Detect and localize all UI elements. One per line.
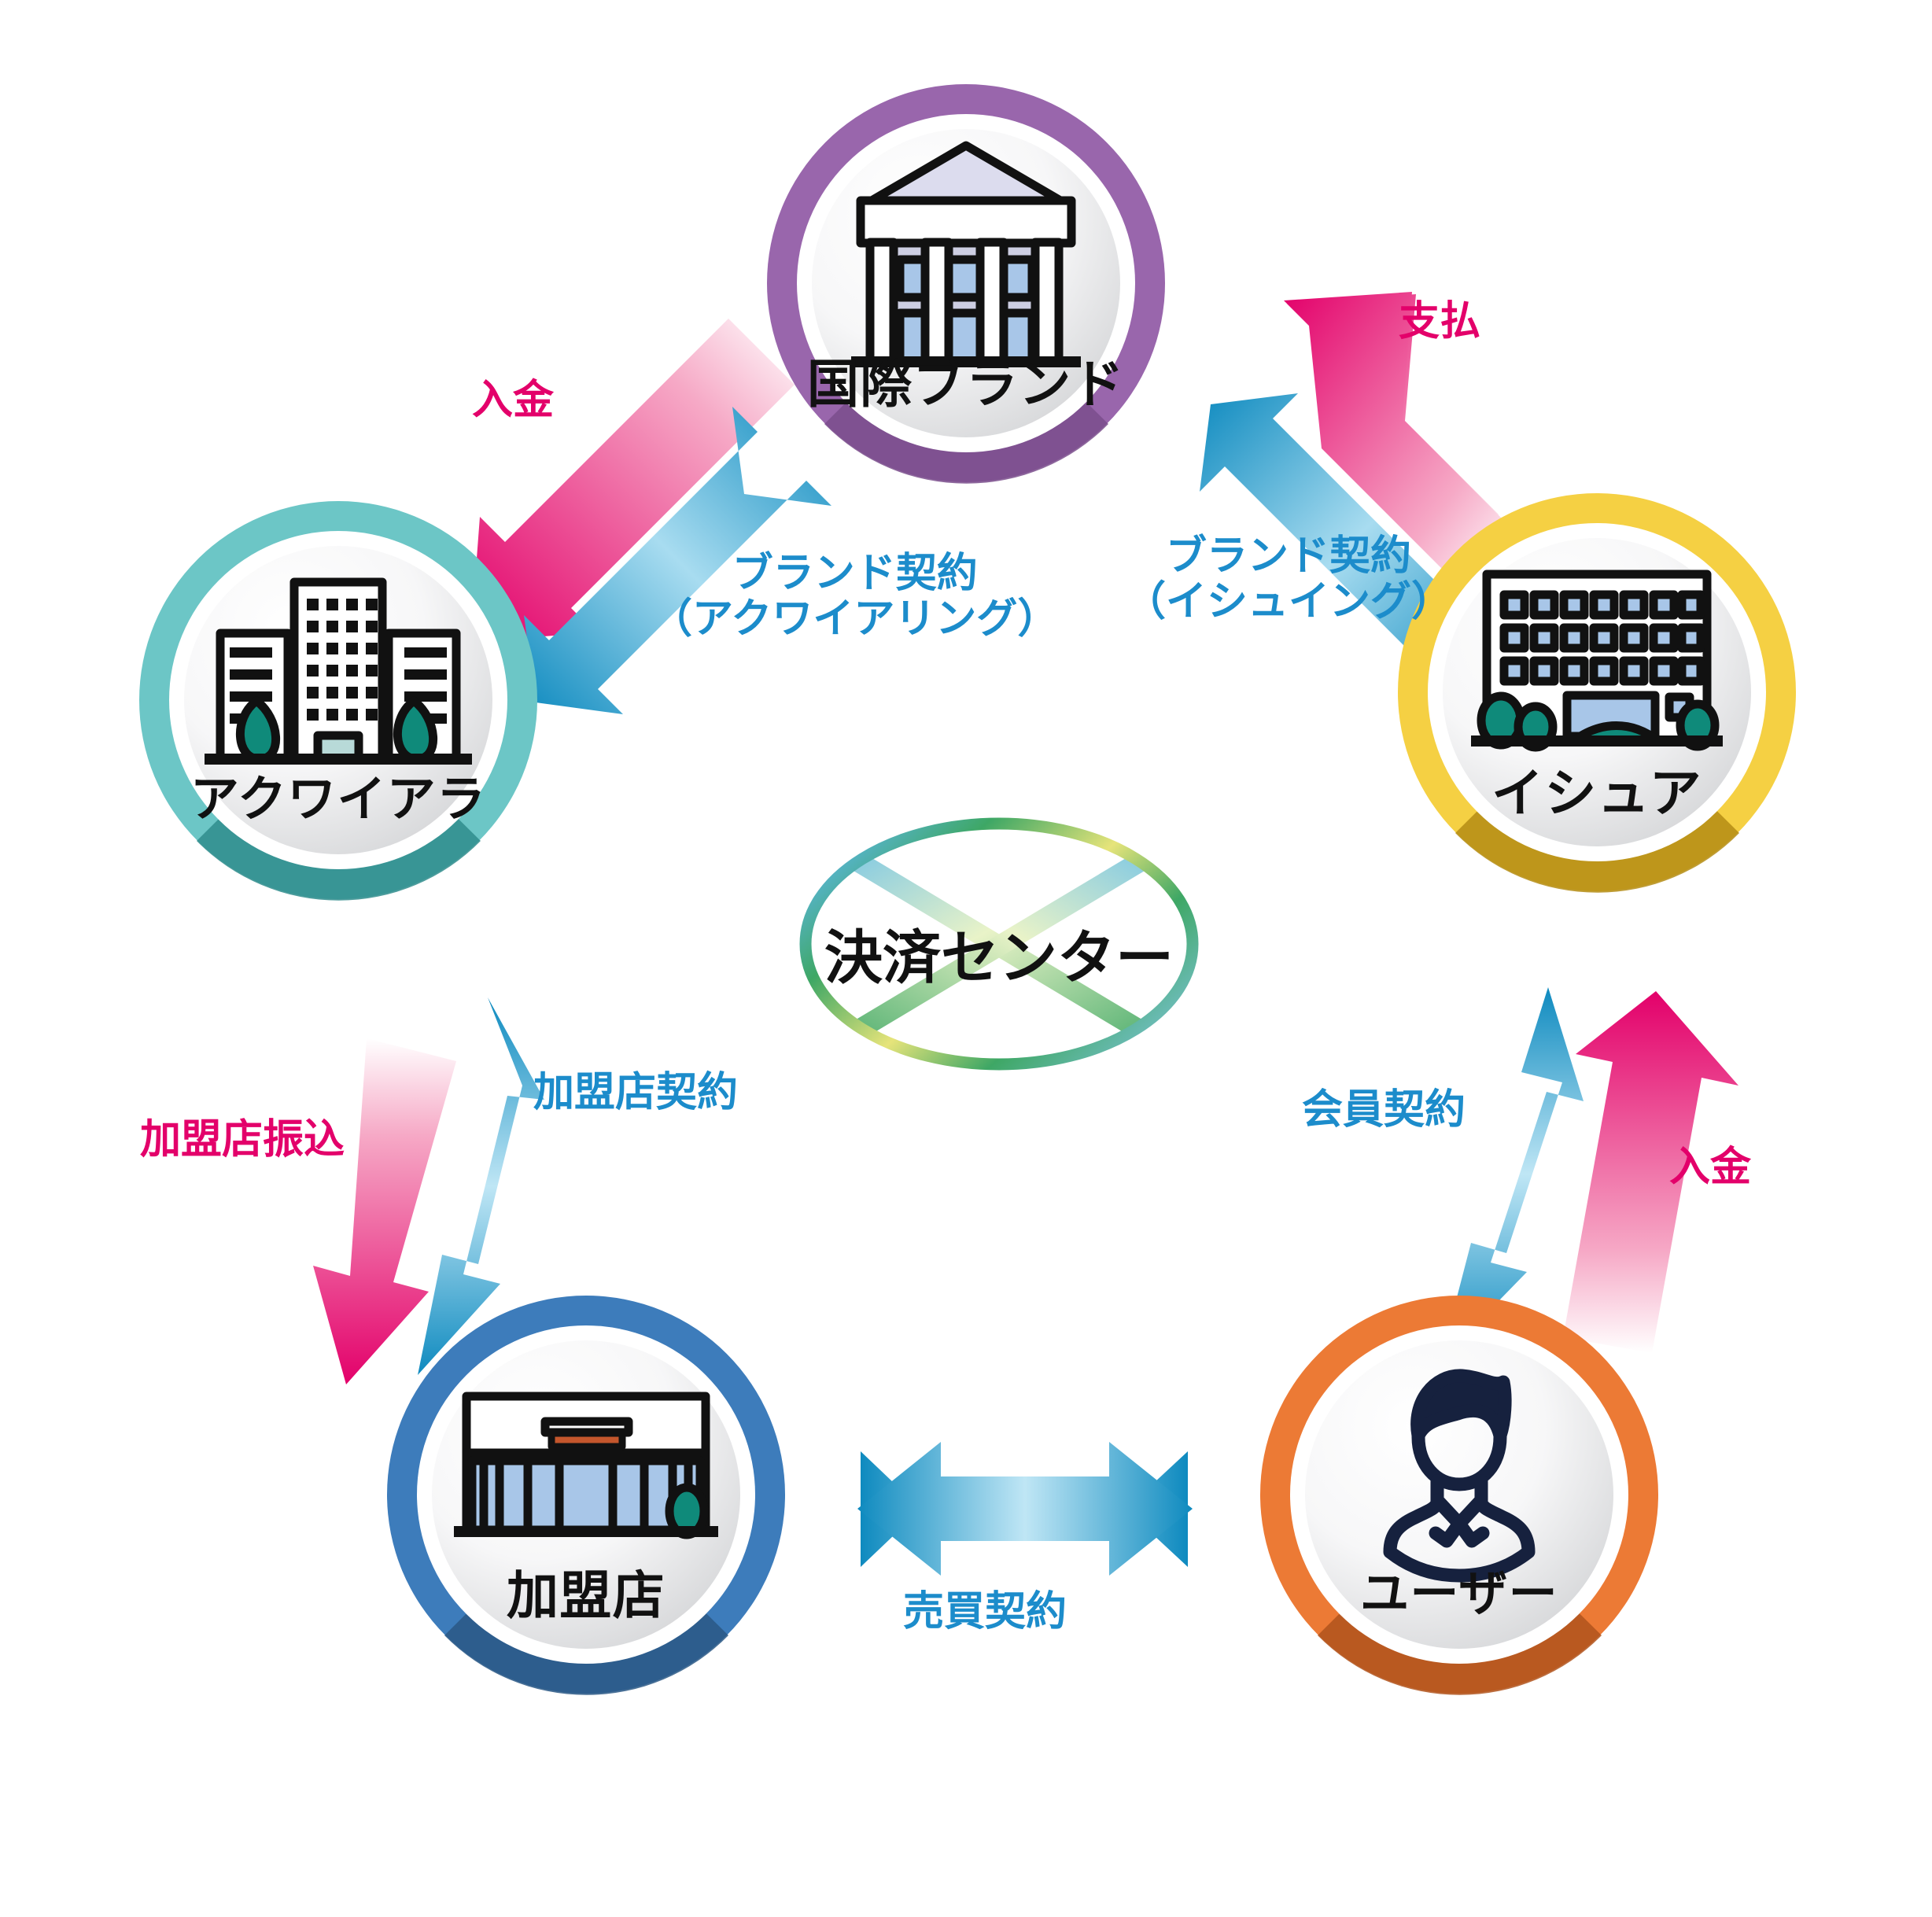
arrow-issuer-brand-payment <box>1284 292 1510 582</box>
edge-label-issuer-brand-contract: ブランド契約 （イシュイング） <box>1125 533 1453 625</box>
edge-label-user-issuer-deposit: 入金 <box>1669 1145 1752 1190</box>
node-disc-user[interactable] <box>1260 1296 1658 1695</box>
edge-label-issuer-brand-payment: 支払 <box>1399 299 1481 345</box>
classical-bank-building-icon <box>851 141 1081 367</box>
node-merchant[interactable]: 加盟店 <box>385 1294 787 1695</box>
office-buildings-icon <box>205 577 472 765</box>
arrow-acquirer-merchant-contract <box>418 997 544 1375</box>
storefront-icon <box>454 1392 718 1539</box>
arrow-acquirer-brand-deposit <box>470 319 795 642</box>
node-issuer[interactable]: イシュア <box>1396 492 1797 893</box>
settlement-center-ellipse <box>799 817 1199 1071</box>
arrow-user-issuer-deposit <box>1563 991 1738 1353</box>
node-user[interactable]: ユーザー <box>1259 1294 1660 1695</box>
edge-label-acquirer-brand-deposit: 入金 <box>472 378 555 423</box>
bank-office-windows-icon <box>1471 570 1723 752</box>
node-label-user: ユーザー <box>1360 1567 1558 1621</box>
node-label-merchant: 加盟店 <box>507 1566 666 1624</box>
arrow-acquirer-merchant-transfer <box>313 1038 456 1384</box>
edge-label-acquirer-merchant-transfer: 加盟店振込 <box>140 1117 345 1163</box>
node-label-issuer: イシュア <box>1491 764 1702 822</box>
settlement-center-label: 決済センター <box>824 925 1174 990</box>
arrow-merchant-user-sale <box>857 1442 1193 1576</box>
node-label-brand: 国際ブランド <box>807 355 1125 413</box>
edge-label-merchant-user-sale: 売買契約 <box>903 1589 1067 1635</box>
person-avatar-icon <box>1383 1369 1536 1583</box>
arrow-acquirer-brand-contract <box>524 407 831 714</box>
arrow-issuer-user-contract <box>1440 987 1584 1361</box>
node-brand[interactable]: 国際ブランド <box>765 83 1167 484</box>
node-acquirer[interactable]: アクワイアラ <box>138 500 539 901</box>
edge-label-issuer-user-contract: 会員契約 <box>1302 1087 1466 1133</box>
edge-label-acquirer-merchant-contract: 加盟店契約 <box>533 1070 739 1115</box>
node-label-acquirer: アクワイアラ <box>190 772 487 827</box>
edge-label-acquirer-brand-contract: ブランド契約 （アクワイアリング） <box>651 551 1059 643</box>
